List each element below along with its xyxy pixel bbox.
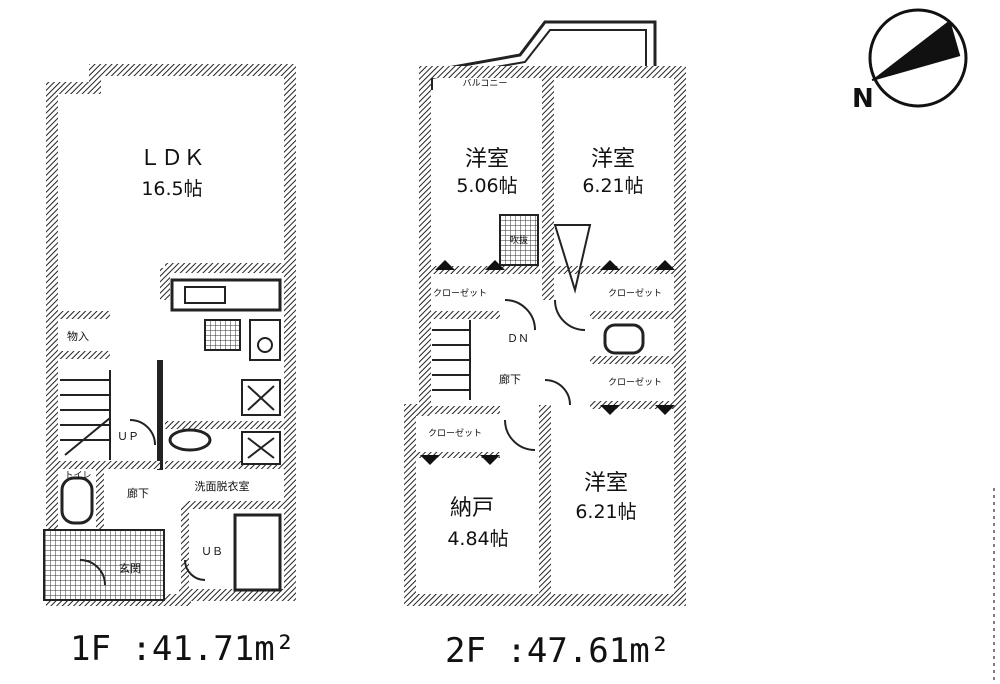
compass: N	[852, 8, 968, 114]
floor2-hallway-label: 廊下	[499, 372, 521, 386]
closet-d-label: クローゼット	[428, 427, 482, 439]
down-label: ＤＮ	[507, 332, 529, 345]
room1-name: 洋室	[465, 147, 509, 172]
storage-box-label: 吹抜	[510, 234, 528, 246]
closet-in-label: 物入	[67, 329, 89, 343]
room3-name: 洋室	[584, 471, 628, 496]
ldk-size: 16.5帖	[141, 178, 202, 200]
nando-name: 納戸	[450, 496, 494, 521]
room2-name: 洋室	[591, 147, 635, 172]
floor1-plan: ＬＤＫ 16.5帖 物入 ＵＰ トイレ 廊下 洗面脱衣室 ＵＢ 玄関 1F :4…	[43, 64, 296, 669]
room1-size: 5.06帖	[456, 175, 517, 197]
closet-c-label: クローゼット	[608, 376, 662, 388]
closet-a-label: クローゼット	[433, 287, 487, 299]
room3-size: 6.21帖	[575, 501, 636, 523]
washroom-label: 洗面脱衣室	[195, 479, 250, 493]
floor1-area: 1F :41.71m²	[70, 629, 295, 669]
room2-size: 6.21帖	[582, 175, 643, 197]
bath-label: ＵＢ	[201, 545, 223, 558]
compass-north-label: N	[852, 84, 874, 114]
compass-needle-icon	[872, 20, 960, 80]
entrance-label: 玄関	[119, 561, 141, 575]
closet-b-label: クローゼット	[608, 287, 662, 299]
nando-size: 4.84帖	[447, 528, 508, 550]
toilet-label: トイレ	[64, 471, 91, 481]
ldk-name: ＬＤＫ	[139, 146, 205, 171]
floor2-area: 2F :47.61m²	[445, 631, 670, 671]
balcony-label: バルコニー	[463, 78, 508, 89]
balcony-outline	[423, 20, 657, 90]
up-label: ＵＰ	[117, 430, 139, 443]
floor1-hallway-label: 廊下	[127, 486, 149, 500]
floor2-plan: バルコニー 洋室 5.06帖 洋室 6.21帖 吹抜 クローゼット クローゼット…	[404, 20, 686, 671]
